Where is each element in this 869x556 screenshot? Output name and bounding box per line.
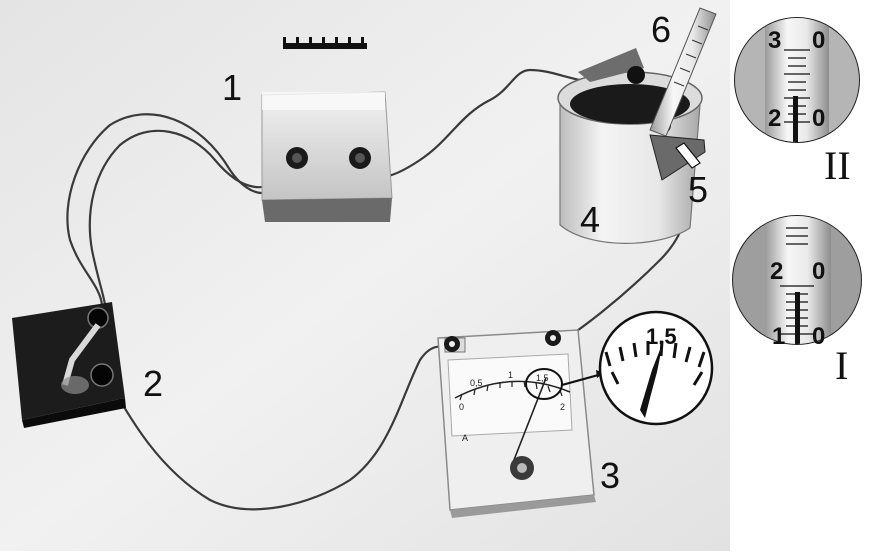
ammeter-tick-1: 1 xyxy=(508,370,513,380)
zoom-i-label-lower-right: 0 xyxy=(812,323,825,350)
thermometer-zoom-i: 2 0 1 0 xyxy=(732,215,862,350)
ammeter-zoom: 1,5 xyxy=(598,310,714,426)
ammeter-unit: A xyxy=(462,433,468,443)
zoom-ii-label-upper-right: 0 xyxy=(812,27,825,54)
label-reading-ii: II xyxy=(824,143,851,188)
label-3-ammeter: 3 xyxy=(600,455,621,496)
ammeter: A 0 0,5 1 1,5 2 xyxy=(437,329,604,518)
zoom-i-label-upper-right: 0 xyxy=(812,258,825,285)
zoom-i-label-lower: 1 xyxy=(772,323,785,350)
zoom-ii-label-lower: 2 xyxy=(768,105,781,132)
label-5-coil: 5 xyxy=(688,169,709,210)
ammeter-tick-0-5: 0,5 xyxy=(470,378,483,388)
label-1-resistor: 1 xyxy=(222,67,243,108)
ammeter-tick-2: 2 xyxy=(560,402,565,412)
label-6-thermometer: 6 xyxy=(651,9,672,50)
ammeter-tick-0: 0 xyxy=(459,402,464,412)
zoom-i-label-upper: 2 xyxy=(770,258,783,285)
thermometer-zoom-ii: 3 0 2 0 xyxy=(734,17,860,143)
label-reading-i: I xyxy=(835,343,849,388)
thermometer xyxy=(649,7,717,137)
label-2-key: 2 xyxy=(143,363,164,404)
switch-key xyxy=(12,302,126,428)
zoom-ii-label-lower-right: 0 xyxy=(812,105,825,132)
resistor-box xyxy=(261,91,393,222)
zoom-reading-label: 1,5 xyxy=(646,324,677,349)
ammeter-tick-1-5: 1,5 xyxy=(536,373,549,383)
scale-marks xyxy=(283,37,367,49)
zoom-ii-label-upper: 3 xyxy=(768,27,781,54)
label-4-vessel: 4 xyxy=(580,199,601,240)
